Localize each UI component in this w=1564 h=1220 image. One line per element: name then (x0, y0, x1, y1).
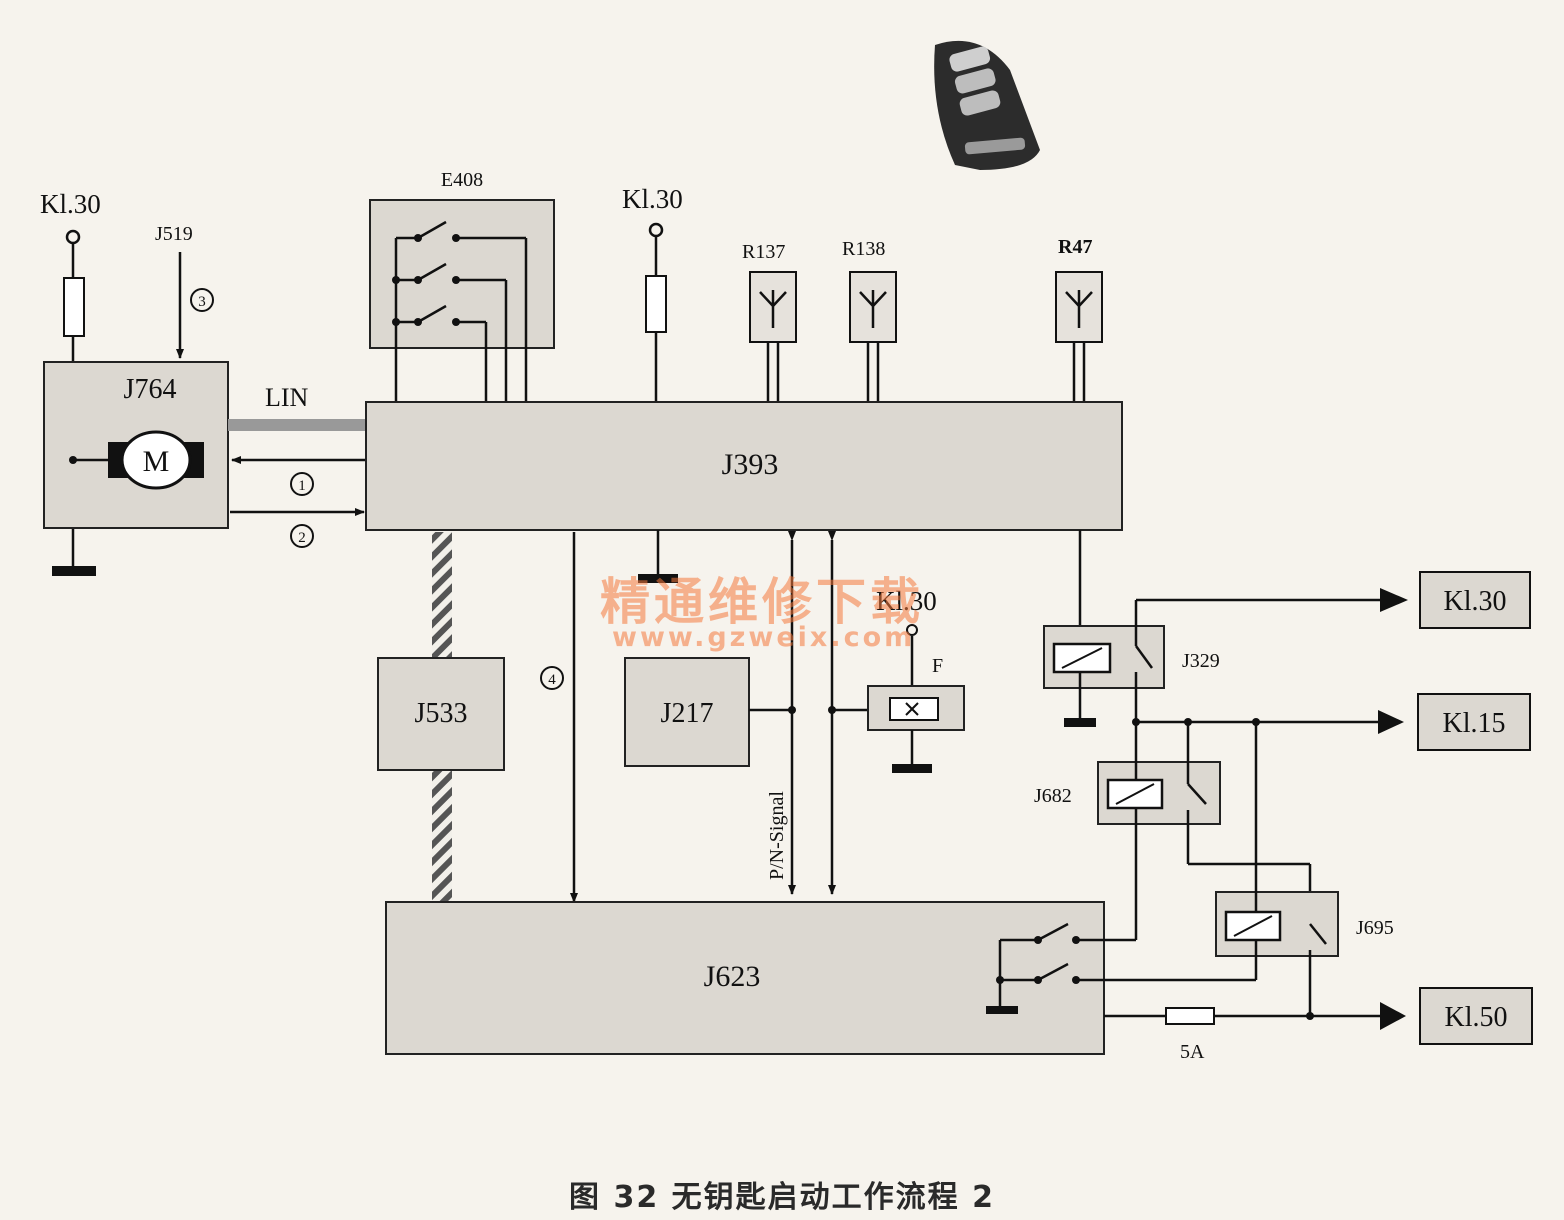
j623-relay-drivers (998, 922, 1104, 1008)
can-bus-lower (432, 770, 452, 904)
motor-icon (120, 430, 192, 490)
j329-label: J329 (1182, 650, 1220, 672)
lin-label: LIN (265, 383, 309, 412)
key-fob-icon (934, 40, 1040, 171)
marker-2-label: 2 (298, 530, 306, 546)
kl50-label: Kl.50 (1445, 1002, 1508, 1033)
r137-label: R137 (742, 241, 785, 263)
r47-label: R47 (1058, 236, 1092, 258)
kl30-left-label: Kl.30 (40, 189, 101, 219)
figure-caption: 图 32 无钥匙启动工作流程 2 (569, 1180, 995, 1215)
ground-j764 (52, 566, 96, 576)
antenna-icon (1065, 290, 1093, 328)
kl50-terminal (1419, 987, 1533, 1045)
j519-label: J519 (155, 223, 193, 245)
marker-4 (540, 666, 564, 690)
watermark-url: www.gzweix.com (612, 622, 916, 653)
e408-contacts (394, 220, 528, 402)
r138-label: R138 (842, 238, 885, 260)
fuse-5a (1165, 1007, 1215, 1025)
marker-2 (290, 524, 314, 548)
j764-label: J764 (124, 374, 177, 405)
kl30-right-label: Kl.30 (1444, 586, 1507, 617)
pn-signal-label: P/N-Signal (766, 791, 788, 880)
marker-3-label: 3 (198, 294, 206, 310)
j533-label: J533 (415, 698, 468, 729)
watermark-title: 精通维修下载 (600, 573, 924, 631)
j217-module (624, 657, 750, 767)
j393-module (365, 401, 1123, 531)
motor-label: M (143, 445, 170, 478)
antenna-icon (859, 290, 887, 328)
e408-label: E408 (441, 169, 483, 191)
j533-module (377, 657, 505, 771)
marker-1-label: 1 (298, 478, 306, 494)
r138-antenna: R138 (842, 238, 897, 402)
f-label: F (932, 655, 943, 677)
marker-4-label: 4 (548, 672, 556, 688)
can-bus-upper (432, 532, 452, 658)
j682-label: J682 (1034, 785, 1072, 807)
r47-antenna: R47 (1055, 236, 1103, 402)
antenna-icon (759, 290, 787, 328)
j623-label: J623 (704, 960, 761, 993)
j393-label: J393 (722, 448, 779, 481)
e408-switch (369, 199, 555, 349)
fuse-j764 (63, 277, 85, 337)
kl30-mid-label: Kl.30 (622, 184, 683, 214)
marker-3 (190, 288, 214, 312)
j217-label: J217 (661, 698, 714, 729)
j623-module (385, 901, 1105, 1055)
fuse-j393 (645, 275, 667, 333)
kl15-label: Kl.15 (1443, 708, 1506, 739)
fuse-5a-label: 5A (1180, 1041, 1205, 1063)
kl30-right-terminal (1419, 571, 1531, 629)
kl15-terminal (1417, 693, 1531, 751)
j695-label: J695 (1356, 917, 1394, 939)
r137-antenna: R137 (742, 241, 797, 402)
kl30-f-label: Kl.30 (876, 586, 937, 616)
marker-1 (290, 472, 314, 496)
